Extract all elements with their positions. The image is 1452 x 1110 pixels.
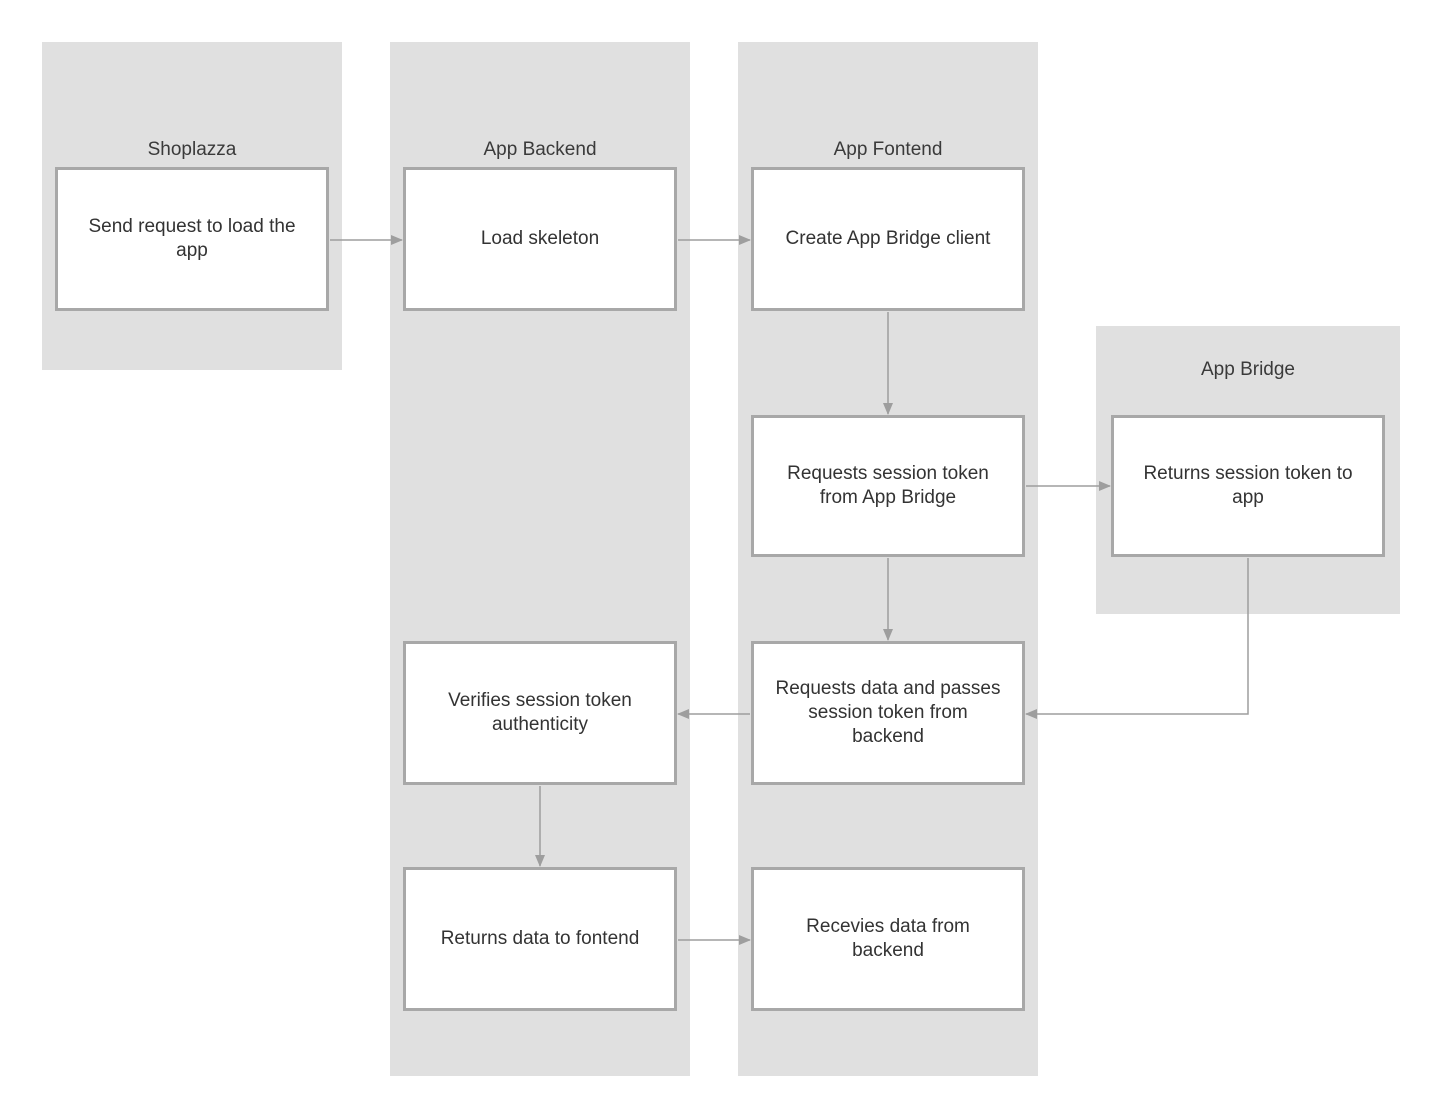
node-create-client-label: Create App Bridge client [785, 228, 991, 249]
node-verify-token-label: Verifies session token authenticity [448, 690, 632, 735]
node-return-token: Returns session token to app [1111, 415, 1385, 557]
node-load-skeleton-label: Load skeleton [480, 228, 600, 249]
node-receive-data-label: Recevies data from backend [806, 916, 970, 961]
node-request-token: Requests session token from App Bridge [751, 415, 1025, 557]
node-return-data-label: Returns data to fontend [440, 928, 640, 949]
lane-title-app-backend: App Backend [483, 139, 597, 160]
node-return-token-label: Returns session token to app [1143, 463, 1353, 508]
node-verify-token: Verifies session token authenticity [403, 641, 677, 785]
lane-title-app-bridge: App Bridge [1200, 359, 1295, 380]
node-create-client: Create App Bridge client [751, 167, 1025, 311]
node-send-request: Send request to load the app [55, 167, 329, 311]
node-load-skeleton: Load skeleton [403, 167, 677, 311]
lane-title-app-frontend: App Fontend [833, 139, 943, 160]
node-send-request-label: Send request to load the app [88, 216, 296, 261]
node-receive-data: Recevies data from backend [751, 867, 1025, 1011]
edge-return-token-to-request-data [1025, 558, 1249, 719]
node-request-data: Requests data and passes session token f… [751, 641, 1025, 785]
lane-title-shoplazza: Shoplazza [147, 139, 237, 160]
node-request-token-label: Requests session token from App Bridge [787, 463, 989, 508]
node-return-data: Returns data to fontend [403, 867, 677, 1011]
node-request-data-label: Requests data and passes session token f… [775, 678, 1001, 747]
